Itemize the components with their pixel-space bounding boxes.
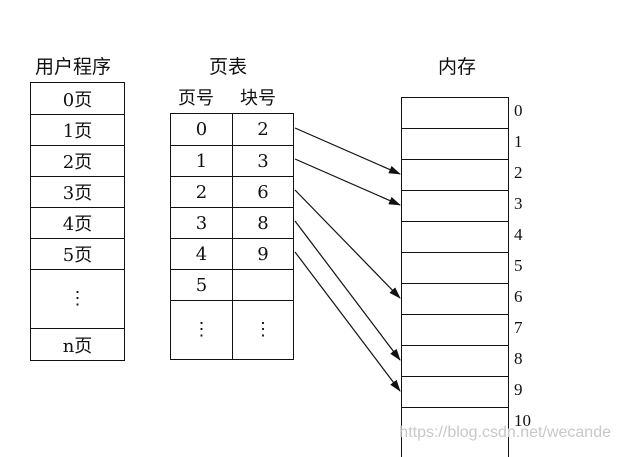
page-table-page-2: 2	[195, 181, 208, 203]
user-pages-ellipsis: ⋮	[68, 288, 87, 309]
user-page-1: 1页	[62, 121, 93, 142]
page-table-title: 页表	[209, 56, 248, 78]
page-table-page-3: 3	[195, 212, 208, 234]
page-number-header: 页号	[178, 88, 214, 109]
page-table-page-0: 0	[195, 119, 208, 140]
memory-block-divider	[402, 221, 508, 222]
memory-block-number-8: 8	[514, 349, 523, 368]
memory-block-number-4: 4	[514, 225, 523, 244]
memory-blocks	[401, 97, 509, 457]
mapping-arrow-page-2-to-block-6	[294, 189, 401, 299]
mapping-arrow-page-1-to-block-3	[294, 158, 401, 206]
page-table-page-5: 5	[195, 274, 208, 296]
page-table-block-4: 9	[257, 243, 269, 265]
memory-block-divider	[402, 190, 508, 191]
memory-block-number-3: 3	[514, 194, 523, 213]
page-table-block-0: 2	[257, 119, 269, 140]
user-page-n: n页	[62, 335, 93, 357]
memory-block-number-10: 10	[514, 411, 531, 430]
memory-block-divider	[402, 345, 508, 346]
block-number-header: 块号	[240, 88, 276, 109]
page-table-block-2: 6	[257, 181, 269, 203]
memory-block-divider	[402, 376, 508, 377]
user-page-0: 0页	[62, 89, 93, 111]
page-table-page-ellipsis: ⋮	[192, 319, 211, 340]
page-table-block-ellipsis: ⋮	[254, 319, 272, 340]
user-program-table: 0页 1页 2页 3页 4页 5页 ⋮ n页	[30, 82, 125, 361]
user-page-5: 5页	[62, 245, 93, 266]
memory-block-divider	[402, 128, 508, 129]
memory-title: 内存	[438, 56, 477, 78]
memory-block-number-5: 5	[514, 256, 523, 275]
memory-block-divider	[402, 159, 508, 160]
user-program-title: 用户程序	[35, 56, 112, 78]
page-table: 0 2 1 3 2 6 3 8 4 9 5 ⋮ ⋮	[170, 113, 294, 360]
user-page-4: 4页	[62, 214, 93, 235]
memory-block-divider	[402, 283, 508, 284]
memory-block-number-1: 1	[514, 132, 523, 151]
memory-block-number-0: 0	[514, 101, 523, 120]
mapping-arrow-page-3-to-block-8	[294, 220, 401, 361]
memory-block-number-9: 9	[514, 380, 523, 399]
user-page-3: 3页	[62, 183, 93, 204]
memory-block-divider	[402, 252, 508, 253]
page-table-block-1: 3	[257, 150, 269, 172]
memory-block-number-7: 7	[514, 318, 523, 337]
page-table-page-1: 1	[195, 150, 208, 172]
memory-block-divider	[402, 407, 508, 408]
mapping-arrow-page-4-to-block-9	[294, 251, 401, 392]
watermark: https://blog.csdn.net/wecande	[399, 424, 611, 441]
page-table-page-4: 4	[195, 243, 208, 265]
memory-block-number-2: 2	[514, 163, 523, 182]
memory-block-number-6: 6	[514, 287, 523, 306]
user-page-2: 2页	[62, 152, 93, 173]
mapping-arrow-page-0-to-block-2	[294, 127, 401, 175]
memory-block-divider	[402, 314, 508, 315]
page-table-block-3: 8	[257, 212, 269, 234]
